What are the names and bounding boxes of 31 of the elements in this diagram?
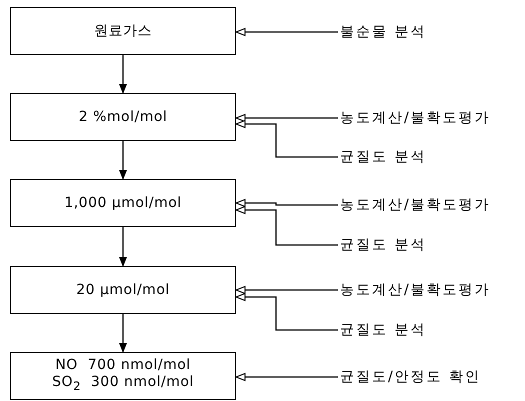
box-label: 1,000 μmol/mol [64,194,182,212]
step-label: 농도계산/불확도평가 [340,109,491,127]
arrow [236,293,338,331]
process-box [10,179,236,227]
arrow [236,206,338,246]
box-label: NO 700 nmol/mol [55,357,191,374]
process-box [10,266,236,314]
box-label: 원료가스 [94,22,152,40]
arrow [236,286,338,294]
box-label: 2 %mol/mol [78,108,168,126]
box-label: 20 μmol/mol [76,282,170,298]
arrow [236,120,338,158]
arrow [119,227,127,267]
step-label: 균질도 분석 [340,236,426,254]
arrow [236,28,338,36]
step-label: 균질도 분석 [340,148,426,166]
arrow [236,199,338,207]
step-label: 농도계산/불확도평가 [340,281,491,299]
arrow [119,55,127,94]
step-label: 균질도 분석 [340,321,426,339]
step-label: 균질도/안정도 확인 [340,368,482,386]
process-box [10,352,236,400]
arrow [236,373,338,381]
box-label: SO$_{2}$ 300 nmol/mol [52,374,194,395]
arrow [119,141,127,180]
arrow [236,114,338,122]
step-label: 농도계산/불확도평가 [340,196,491,214]
process-box [10,7,236,55]
process-box [10,93,236,141]
arrow [119,314,127,353]
step-label: 불순물 분석 [340,23,426,41]
